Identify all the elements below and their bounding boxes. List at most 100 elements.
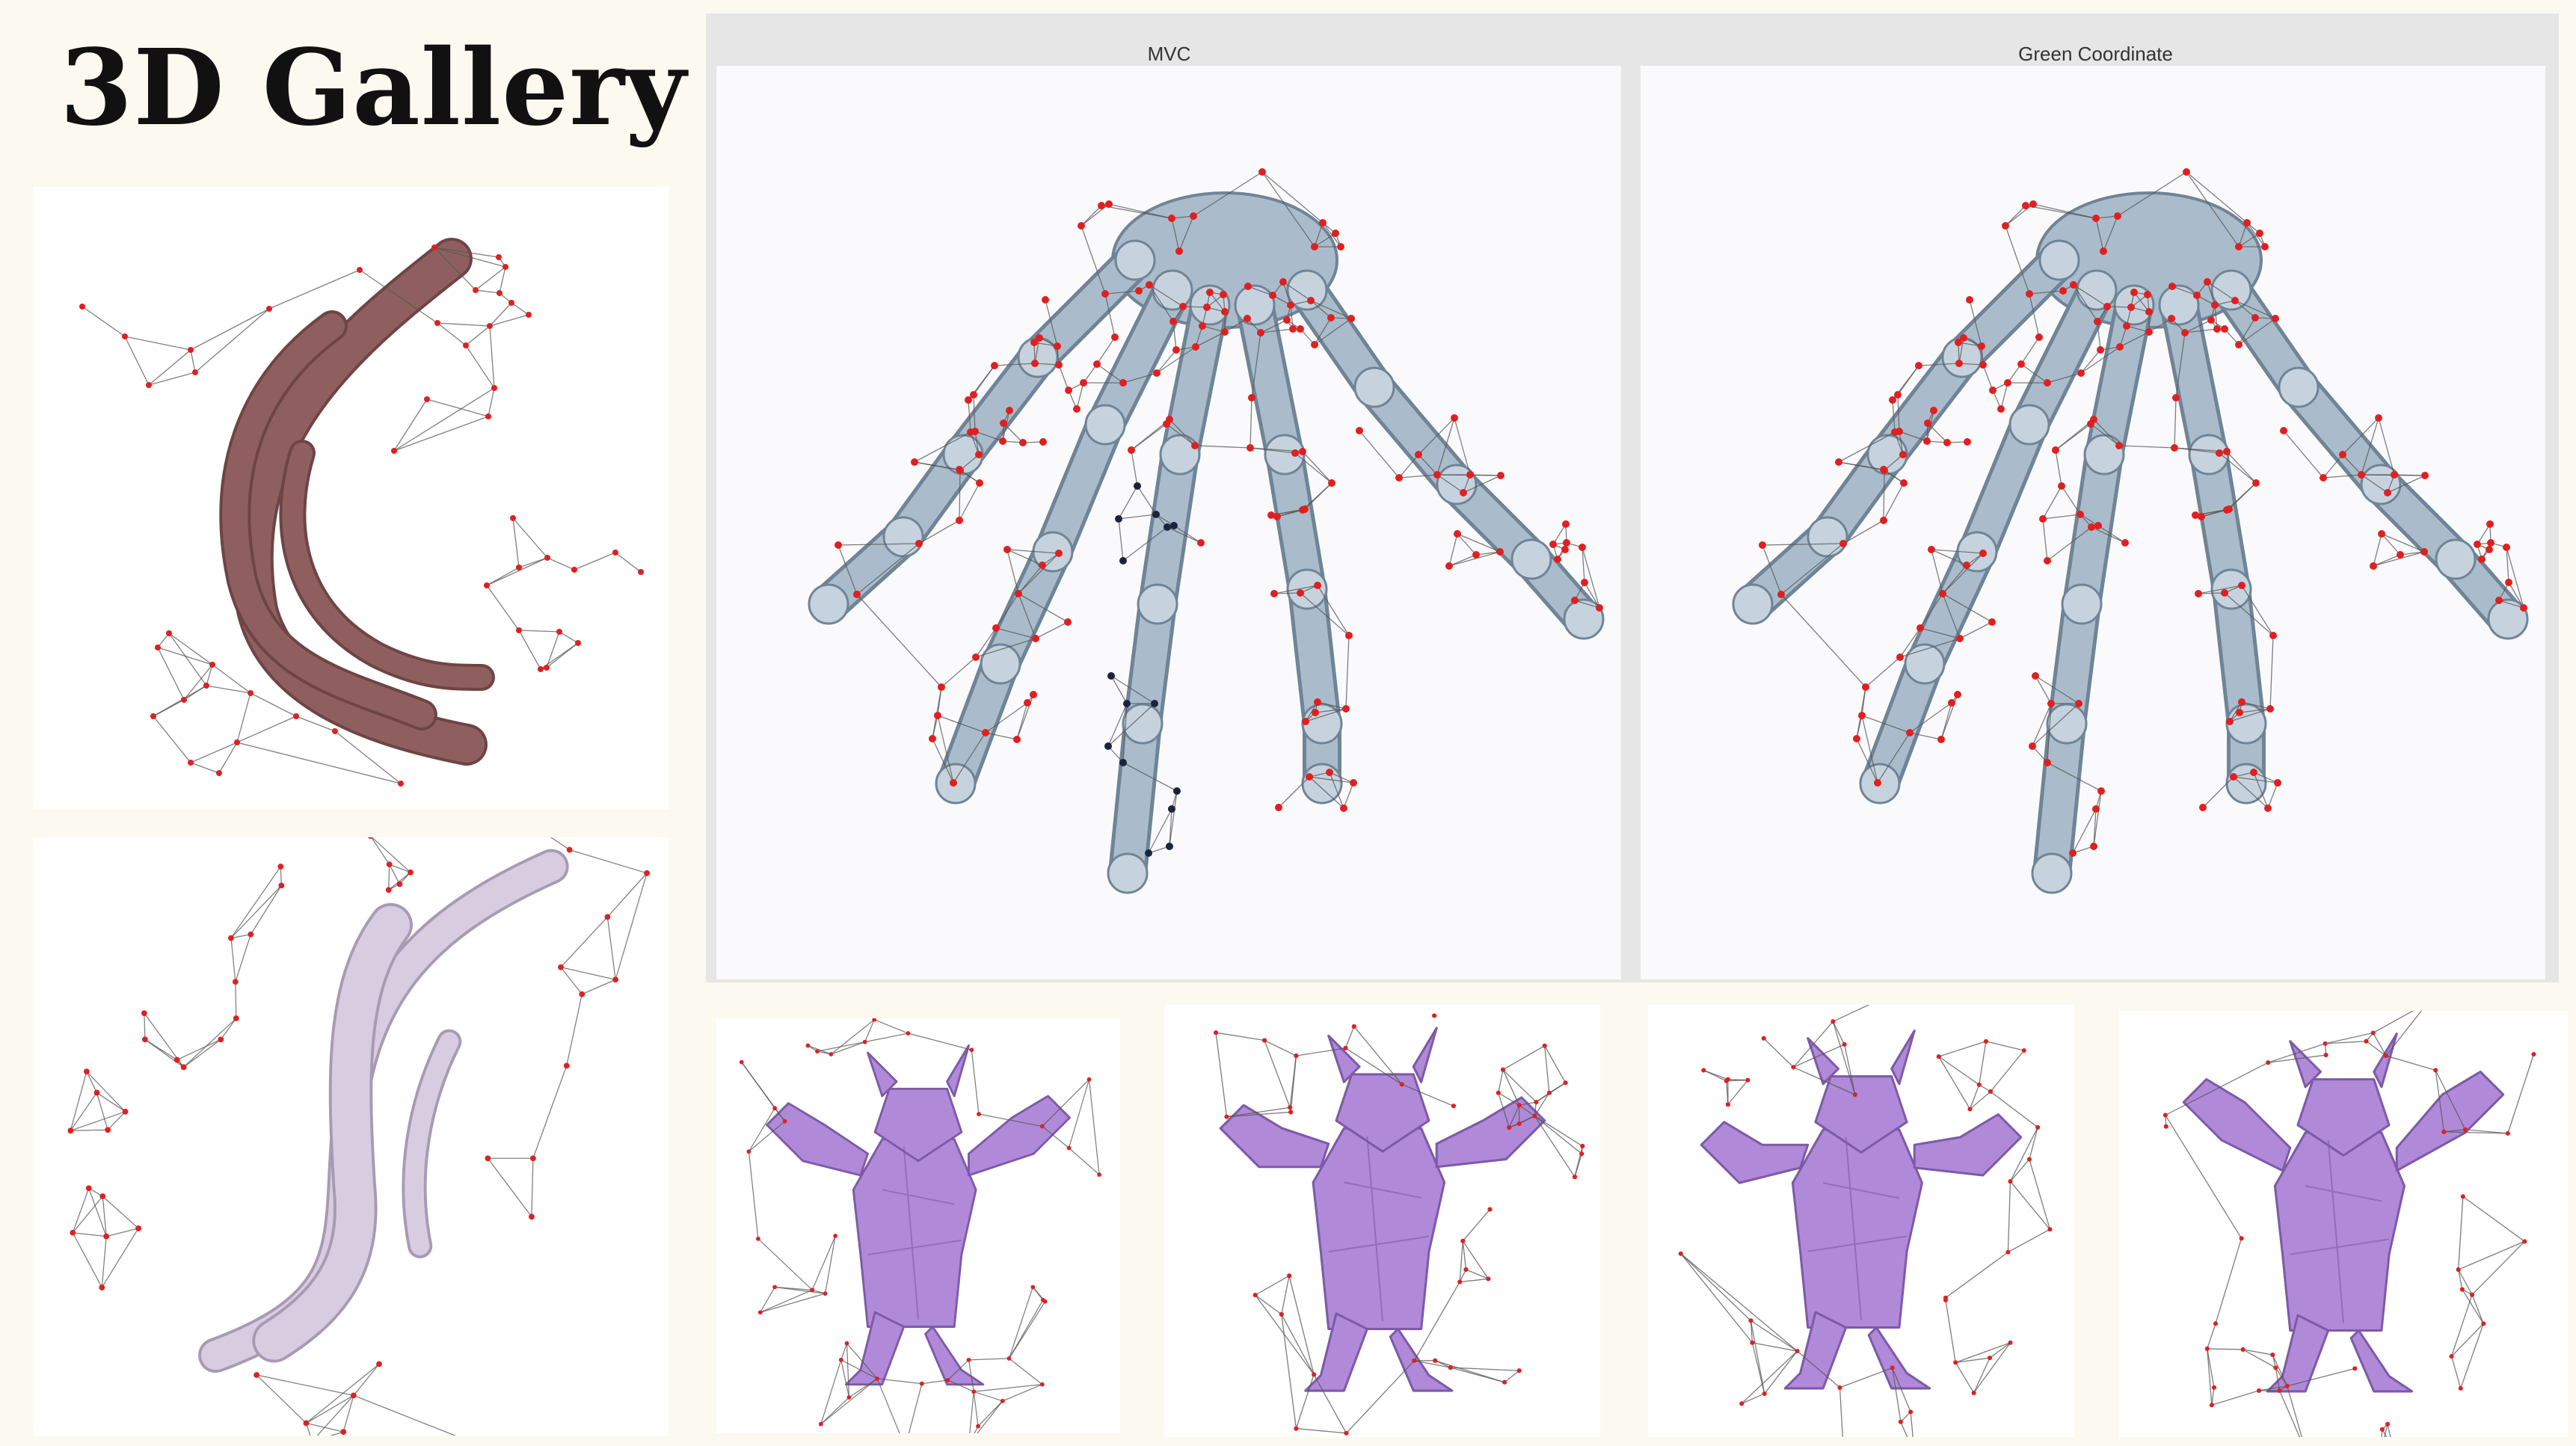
cage-vertex[interactable] xyxy=(612,976,619,983)
cage-vertex[interactable] xyxy=(2163,1124,2168,1129)
cage-vertex[interactable] xyxy=(2252,479,2260,487)
cage-vertex[interactable] xyxy=(934,712,941,719)
cage-vertex[interactable] xyxy=(1311,341,1318,348)
cage-vertex[interactable] xyxy=(2210,269,2252,311)
cage-vertex[interactable] xyxy=(1153,369,1161,377)
cage-vertex[interactable] xyxy=(2364,1039,2369,1044)
cage-vertex[interactable] xyxy=(2256,1388,2262,1393)
cage-vertex[interactable] xyxy=(2266,705,2274,713)
cage-vertex[interactable] xyxy=(1172,346,1180,354)
cage-vertex[interactable] xyxy=(956,466,963,473)
cage-vertex[interactable] xyxy=(644,870,650,876)
cage-vertex[interactable] xyxy=(2026,1157,2032,1162)
cage-vertex[interactable] xyxy=(571,567,577,573)
cage-vertex[interactable] xyxy=(146,382,152,388)
cage-vertex[interactable] xyxy=(485,1155,491,1162)
cage-vertex[interactable] xyxy=(192,369,198,375)
cage-vertex[interactable] xyxy=(2269,632,2277,639)
cage-vertex[interactable] xyxy=(2522,1239,2527,1244)
cage-vertex[interactable] xyxy=(919,1381,924,1386)
cage-vertex[interactable] xyxy=(1534,1099,1539,1105)
cage-vertex[interactable] xyxy=(1904,643,1946,685)
cage-vertex[interactable] xyxy=(2031,852,2073,894)
cage-vertex[interactable] xyxy=(2256,230,2263,237)
cage-vertex[interactable] xyxy=(1580,1143,1585,1148)
cage-vertex[interactable] xyxy=(491,385,497,391)
cage-vertex[interactable] xyxy=(2209,1403,2214,1408)
cage-vertex[interactable] xyxy=(833,1234,837,1238)
cage-vertex[interactable] xyxy=(1898,1419,1903,1424)
cage-vertex[interactable] xyxy=(188,347,194,353)
cage-vertex[interactable] xyxy=(424,396,430,402)
cage-vertex[interactable] xyxy=(2097,787,2105,795)
cage-vertex[interactable] xyxy=(2339,451,2346,458)
cage-vertex[interactable] xyxy=(1356,427,1363,434)
cage-vertex[interactable] xyxy=(1000,419,1007,427)
cage-vertex[interactable] xyxy=(1288,1105,1293,1110)
cage-vertex[interactable] xyxy=(1039,562,1046,569)
cage-vertex[interactable] xyxy=(970,391,977,399)
cage-vertex[interactable] xyxy=(1987,1356,1993,1361)
cage-vertex[interactable] xyxy=(1055,361,1063,369)
cage-vertex[interactable] xyxy=(293,713,299,719)
cage-vertex[interactable] xyxy=(1497,472,1504,479)
cage-vertex[interactable] xyxy=(2061,583,2103,625)
cage-vertex[interactable] xyxy=(1960,334,1967,342)
cage-vertex[interactable] xyxy=(1013,736,1021,743)
cage-vertex[interactable] xyxy=(991,362,998,369)
cage-vertex[interactable] xyxy=(2002,222,2009,230)
cage-vertex[interactable] xyxy=(2029,742,2036,750)
cage-vertex[interactable] xyxy=(386,861,393,867)
cage-vertex[interactable] xyxy=(1279,278,1287,286)
cage-vertex[interactable] xyxy=(1997,405,2005,413)
cage-vertex[interactable] xyxy=(2503,544,2510,551)
cage-vertex[interactable] xyxy=(2277,1388,2282,1393)
cage-vertex[interactable] xyxy=(1294,1053,1299,1059)
cage-vertex[interactable] xyxy=(1279,1311,1284,1317)
cage-vertex[interactable] xyxy=(1119,557,1127,564)
cage-vertex[interactable] xyxy=(1501,1379,1507,1385)
cage-vertex[interactable] xyxy=(2323,1052,2328,1058)
cage-vertex[interactable] xyxy=(173,1056,180,1063)
cage-vertex[interactable] xyxy=(2487,539,2494,547)
cage-vertex[interactable] xyxy=(1988,618,1996,626)
cage-vertex[interactable] xyxy=(1289,325,1297,333)
cage-vertex[interactable] xyxy=(2240,1347,2245,1352)
cage-vertex[interactable] xyxy=(1581,579,1588,586)
cage-vertex[interactable] xyxy=(2486,546,2493,553)
cage-vertex[interactable] xyxy=(2181,329,2189,336)
cage-vertex[interactable] xyxy=(1967,1107,1973,1112)
cage-vertex[interactable] xyxy=(2385,1421,2391,1427)
cage-vertex[interactable] xyxy=(1291,449,1299,457)
cage-vertex[interactable] xyxy=(1983,1039,1988,1044)
cage-vertex[interactable] xyxy=(1976,1082,1982,1087)
cage-vertex[interactable] xyxy=(1853,735,1860,742)
cage-vertex[interactable] xyxy=(1168,215,1175,222)
cage-vertex[interactable] xyxy=(2199,804,2207,811)
cage-vertex[interactable] xyxy=(2459,1287,2465,1292)
cage-vertex[interactable] xyxy=(1510,538,1552,580)
cage-vertex[interactable] xyxy=(135,1225,141,1231)
horn-viewport-1[interactable] xyxy=(33,187,668,809)
cage-vertex[interactable] xyxy=(99,1193,106,1199)
cage-vertex[interactable] xyxy=(1596,604,1603,612)
cage-vertex[interactable] xyxy=(1159,434,1201,476)
cage-vertex[interactable] xyxy=(1899,451,1907,458)
cage-vertex[interactable] xyxy=(2193,292,2201,299)
cage-vertex[interactable] xyxy=(563,1062,570,1069)
cage-vertex[interactable] xyxy=(67,1127,74,1134)
cage-vertex[interactable] xyxy=(1314,698,1321,706)
cage-vertex[interactable] xyxy=(1399,1082,1404,1087)
cage-vertex[interactable] xyxy=(2384,489,2391,496)
cage-vertex[interactable] xyxy=(2280,427,2287,434)
cage-vertex[interactable] xyxy=(906,1031,911,1036)
cage-vertex[interactable] xyxy=(1134,482,1141,490)
cage-vertex[interactable] xyxy=(99,1285,105,1290)
cage-vertex[interactable] xyxy=(2226,718,2234,725)
cage-vertex[interactable] xyxy=(2420,548,2428,556)
cage-vertex[interactable] xyxy=(103,1233,110,1240)
cage-vertex[interactable] xyxy=(1288,1110,1294,1115)
cage-vertex[interactable] xyxy=(1472,551,1480,559)
cage-vertex[interactable] xyxy=(2458,1385,2463,1391)
cage-vertex[interactable] xyxy=(385,887,392,893)
